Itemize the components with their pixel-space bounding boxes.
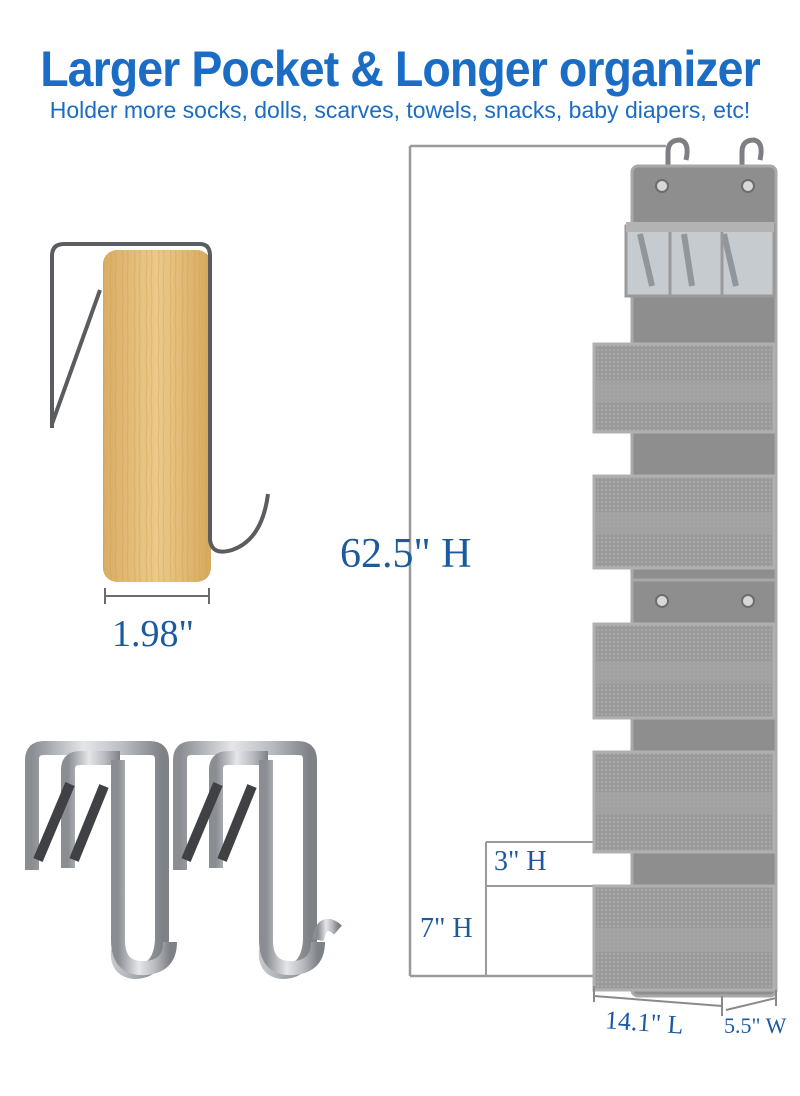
pocket-height-label: 3" H [494, 846, 547, 877]
door-thickness-label: 1.98" [112, 613, 195, 655]
bin-3 [592, 622, 776, 720]
bin-height-label: 7" H [420, 913, 473, 944]
bin-height-bracket [485, 841, 600, 976]
bin-4 [592, 750, 776, 854]
clear-pockets [624, 222, 776, 298]
organizer-hook-right [739, 137, 764, 168]
door-hook-detail [50, 242, 270, 604]
door-organizer [592, 137, 778, 998]
bin-1 [592, 342, 776, 434]
hook-brace [50, 289, 102, 425]
bin-5 [592, 884, 776, 992]
base-dimension-lines [593, 986, 777, 1016]
bin-2 [592, 474, 776, 570]
metal-hooks [25, 741, 342, 980]
organizer-hook-left [665, 137, 690, 168]
length-label: 14.1" L [604, 1005, 685, 1040]
headline: Larger Pocket & Longer organizer [40, 41, 761, 97]
height-bracket [408, 144, 666, 978]
hook-pair-left [25, 741, 177, 980]
subheadline: Holder more socks, dolls, scarves, towel… [49, 97, 751, 123]
hook-pair-right [173, 741, 342, 980]
wood-grain [103, 250, 211, 582]
width-label: 5.5" W [724, 1013, 787, 1038]
hook-wire [50, 242, 270, 554]
total-height-label: 62.5" H [340, 531, 472, 577]
